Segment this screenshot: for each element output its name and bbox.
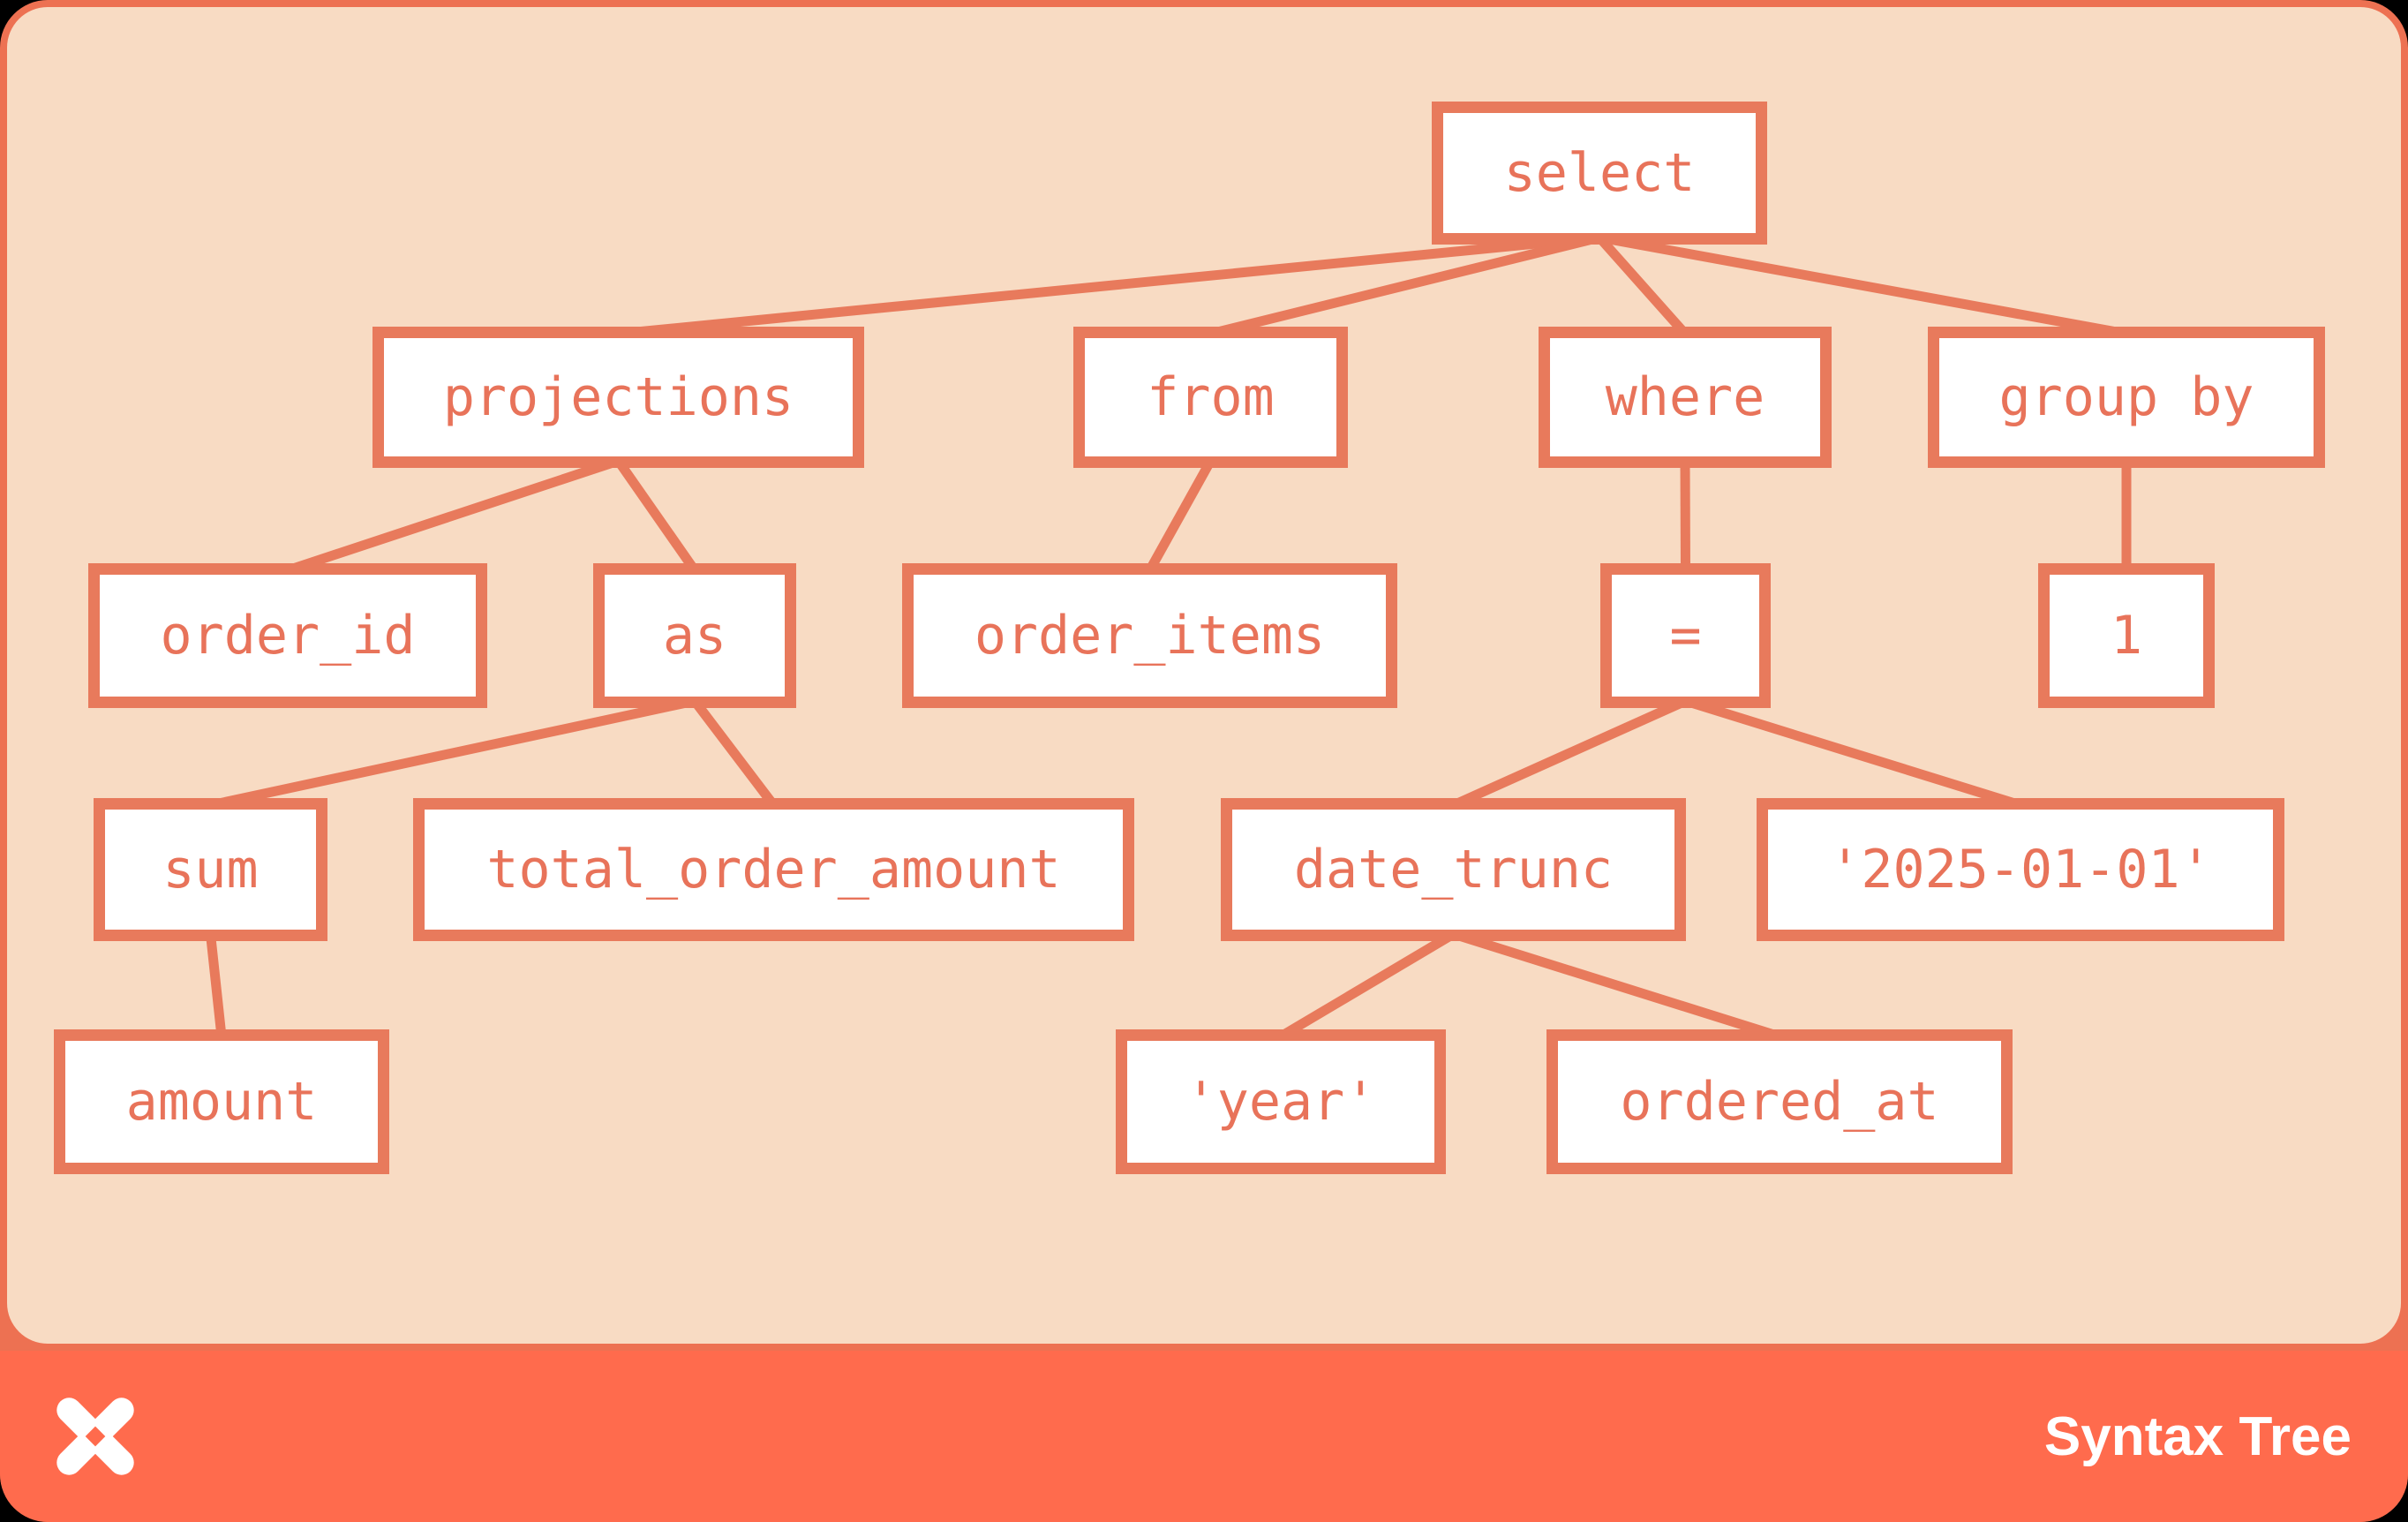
tree-node-order-id: order_id bbox=[88, 563, 487, 708]
tree-edge-equals-date-trunc bbox=[1451, 696, 1688, 810]
tree-edge-date-trunc-year-literal bbox=[1278, 930, 1456, 1041]
tree-edge-where-equals bbox=[1680, 460, 1690, 571]
tree-edge-select-from bbox=[1209, 232, 1601, 339]
tree-node-projections: projections bbox=[372, 327, 864, 468]
tree-edge-select-projections bbox=[617, 232, 1600, 339]
dbt-logo-icon bbox=[56, 1398, 134, 1475]
tree-node-one: 1 bbox=[2038, 563, 2215, 708]
tree-node-select: select bbox=[1432, 102, 1767, 245]
tree-node-where: where bbox=[1539, 327, 1832, 468]
tree-node-order-items: order_items bbox=[902, 563, 1397, 708]
tree-node-sum: sum bbox=[94, 798, 327, 941]
tree-node-date-trunc: date_trunc bbox=[1221, 798, 1686, 941]
tree-edge-as-total-order-amount bbox=[690, 697, 778, 809]
tree-edge-date-trunc-ordered-at bbox=[1451, 929, 1781, 1042]
tree-edge-select-where bbox=[1595, 234, 1689, 337]
tree-node-amount: amount bbox=[54, 1029, 389, 1174]
tree-edge-sum-amount bbox=[206, 933, 227, 1037]
tree-node-as: as bbox=[593, 563, 796, 708]
tree-edge-projections-as bbox=[613, 457, 699, 574]
tree-node-year-literal: 'year' bbox=[1116, 1029, 1446, 1174]
tree-node-group-by: group by bbox=[1928, 327, 2325, 468]
tree-edge-equals-date-literal bbox=[1683, 696, 2022, 810]
tree-edge-as-sum bbox=[209, 696, 696, 810]
tree-edge-select-group-by bbox=[1599, 232, 2127, 339]
tree-edge-from-order-items bbox=[1145, 458, 1215, 573]
tree-node-from: from bbox=[1073, 327, 1348, 468]
tree-node-date-literal: '2025-01-01' bbox=[1757, 798, 2284, 941]
tree-node-equals: = bbox=[1600, 563, 1771, 708]
tree-node-ordered-at: ordered_at bbox=[1546, 1029, 2013, 1174]
footer-title: Syntax Tree bbox=[2043, 1405, 2352, 1467]
tree-edge-projections-order-id bbox=[286, 456, 621, 576]
tree-node-total-order-amount: total_order_amount bbox=[413, 798, 1134, 941]
footer-bar: Syntax Tree bbox=[0, 1351, 2408, 1522]
